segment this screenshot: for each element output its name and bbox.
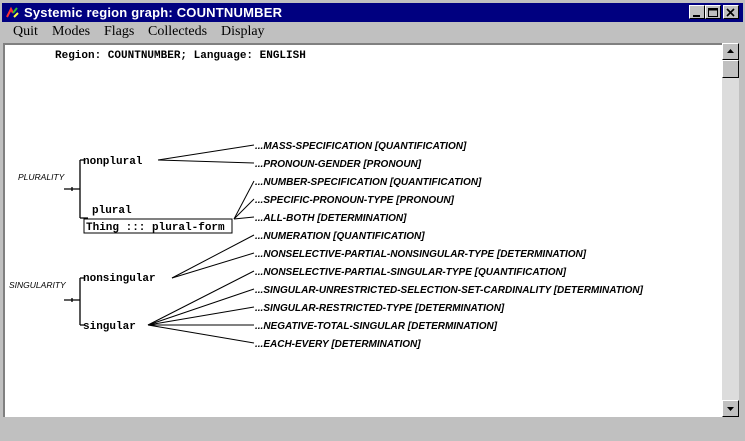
scroll-up-icon (727, 49, 734, 53)
realization-plural-form[interactable]: Thing ::: plural-form (86, 222, 225, 234)
target-feature[interactable]: ...NEGATIVE-TOTAL-SINGULAR [DETERMINATIO… (255, 321, 498, 332)
target-feature[interactable]: ...ALL-BOTH [DETERMINATION] (255, 213, 407, 224)
target-feature[interactable]: ...NONSELECTIVE-PARTIAL-SINGULAR-TYPE [Q… (255, 267, 567, 278)
close-icon (726, 8, 735, 17)
menu-quit[interactable]: Quit (13, 24, 38, 39)
bottom-strip (3, 417, 740, 437)
target-feature[interactable]: ...SINGULAR-UNRESTRICTED-SELECTION-SET-C… (255, 285, 644, 296)
scroll-thumb[interactable] (722, 60, 739, 78)
menu-display[interactable]: Display (221, 24, 265, 39)
singularity-bracket (64, 277, 84, 326)
app-icon[interactable] (5, 5, 21, 20)
target-feature[interactable]: ...SPECIFIC-PRONOUN-TYPE [PRONOUN] (255, 195, 455, 206)
menu-bar: Quit Modes Flags Collecteds Display (2, 22, 743, 41)
target-feature[interactable]: ...SINGULAR-RESTRICTED-TYPE [DETERMINATI… (255, 303, 505, 314)
system-singularity-label[interactable]: SINGULARITY (9, 280, 67, 290)
target-feature[interactable]: ...MASS-SPECIFICATION [QUANTIFICATION] (255, 141, 467, 152)
realization-box (83, 218, 233, 234)
scroll-down-icon (727, 407, 734, 411)
close-button[interactable] (723, 5, 739, 19)
maximize-icon (708, 8, 718, 17)
target-feature[interactable]: ...NUMBER-SPECIFICATION [QUANTIFICATION] (255, 177, 482, 188)
scroll-down-button[interactable] (722, 400, 739, 417)
region-header: Region: COUNTNUMBER; Language: ENGLISH (55, 50, 306, 62)
maximize-button[interactable] (705, 5, 721, 19)
feature-plural[interactable]: plural (92, 205, 132, 217)
target-feature[interactable]: ...PRONOUN-GENDER [PRONOUN] (255, 159, 422, 170)
feature-nonsingular[interactable]: nonsingular (83, 273, 156, 285)
vertical-scrollbar[interactable] (722, 43, 739, 417)
menu-collecteds[interactable]: Collecteds (148, 24, 208, 39)
region-graph: Region: COUNTNUMBER; Language: ENGLISH P… (9, 50, 644, 350)
plurality-bracket (64, 159, 88, 219)
connector-lines (147, 144, 255, 344)
feature-nonplural[interactable]: nonplural (83, 156, 143, 168)
window-title: Systemic region graph: COUNTNUMBER (24, 5, 283, 20)
target-feature[interactable]: ...EACH-EVERY [DETERMINATION] (255, 339, 421, 350)
graph-canvas: Region: COUNTNUMBER; Language: ENGLISH P… (3, 43, 723, 417)
system-plurality-label[interactable]: PLURALITY (18, 172, 66, 182)
target-feature[interactable]: ...NONSELECTIVE-PARTIAL-NONSINGULAR-TYPE… (255, 249, 587, 260)
minimize-icon (693, 15, 700, 17)
menu-modes[interactable]: Modes (52, 24, 91, 39)
target-feature[interactable]: ...NUMERATION [QUANTIFICATION] (255, 231, 425, 242)
scroll-up-button[interactable] (722, 43, 739, 60)
feature-singular[interactable]: singular (83, 321, 136, 333)
title-bar[interactable]: Systemic region graph: COUNTNUMBER (2, 3, 743, 22)
minimize-button[interactable] (689, 5, 705, 19)
menu-flags[interactable]: Flags (104, 24, 135, 39)
